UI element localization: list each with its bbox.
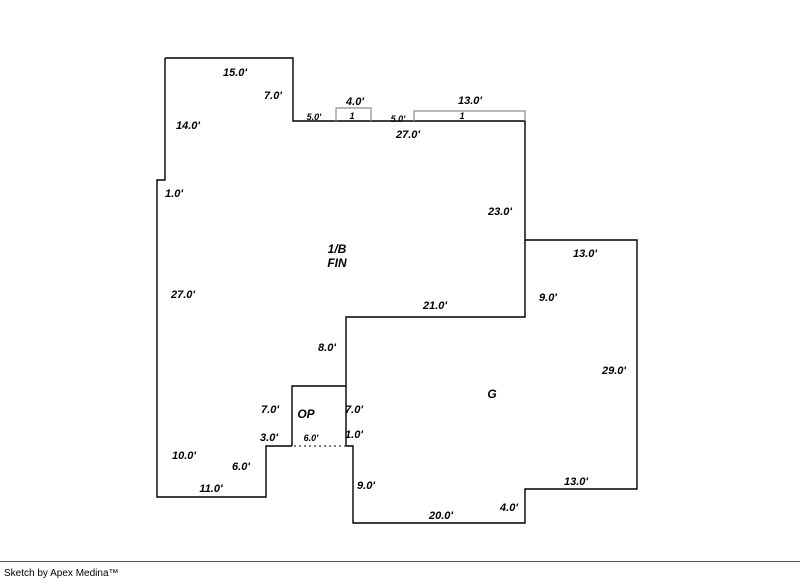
dimension-label: 1.0' (165, 188, 183, 200)
dimension-label: 7.0' (345, 404, 363, 416)
perimeter-bottom-left-wall (156, 58, 292, 498)
dimension-label: 29.0' (601, 365, 626, 377)
feature-box-small (335, 107, 372, 121)
feature-box-large (413, 110, 526, 121)
dimension-label: 1.0' (345, 429, 363, 441)
dimension-label: 7.0' (264, 90, 282, 102)
dimension-label: 13.0' (564, 476, 588, 488)
dimension-label: 9.0' (357, 480, 375, 492)
sketch-credit: Sketch by Apex Medina™ (4, 568, 119, 579)
dimension-label: 9.0' (539, 292, 557, 304)
dimension-label: 13.0' (573, 248, 597, 260)
porch-wall (291, 385, 346, 446)
dimension-label: 10.0' (172, 450, 196, 462)
dimension-label: 11.0' (199, 483, 223, 495)
area-label: G (487, 387, 496, 401)
dimension-label: 4.0' (499, 502, 518, 514)
dimension-label: 7.0' (261, 404, 279, 416)
perimeter-top-right-wall (165, 57, 638, 524)
interior-garage-wall (345, 240, 526, 446)
dimension-label: 5.0' (391, 114, 407, 124)
dimension-label: 27.0' (170, 289, 195, 301)
dimension-label: 27.0' (395, 129, 420, 141)
footer-divider (0, 561, 800, 562)
dimension-label: 4.0' (345, 96, 364, 108)
area-label: 1/B (328, 242, 347, 256)
dimension-label: 8.0' (318, 342, 336, 354)
dimension-label: 13.0' (458, 95, 482, 107)
area-label: FIN (327, 256, 347, 270)
dimension-label: 14.0' (176, 120, 200, 132)
dimension-label: 6.0' (304, 433, 320, 443)
unit-marker: 1 (349, 111, 354, 121)
dimension-label: 6.0' (232, 461, 250, 473)
dimension-label: 20.0' (428, 510, 453, 522)
dimension-label: 5.0' (307, 112, 323, 122)
area-label: OP (297, 407, 315, 421)
dimension-label: 21.0' (422, 300, 447, 312)
dimension-label: 3.0' (260, 432, 278, 444)
unit-marker: 1 (459, 111, 464, 121)
dimension-label: 15.0' (223, 67, 247, 79)
dimension-label: 23.0' (487, 206, 512, 218)
